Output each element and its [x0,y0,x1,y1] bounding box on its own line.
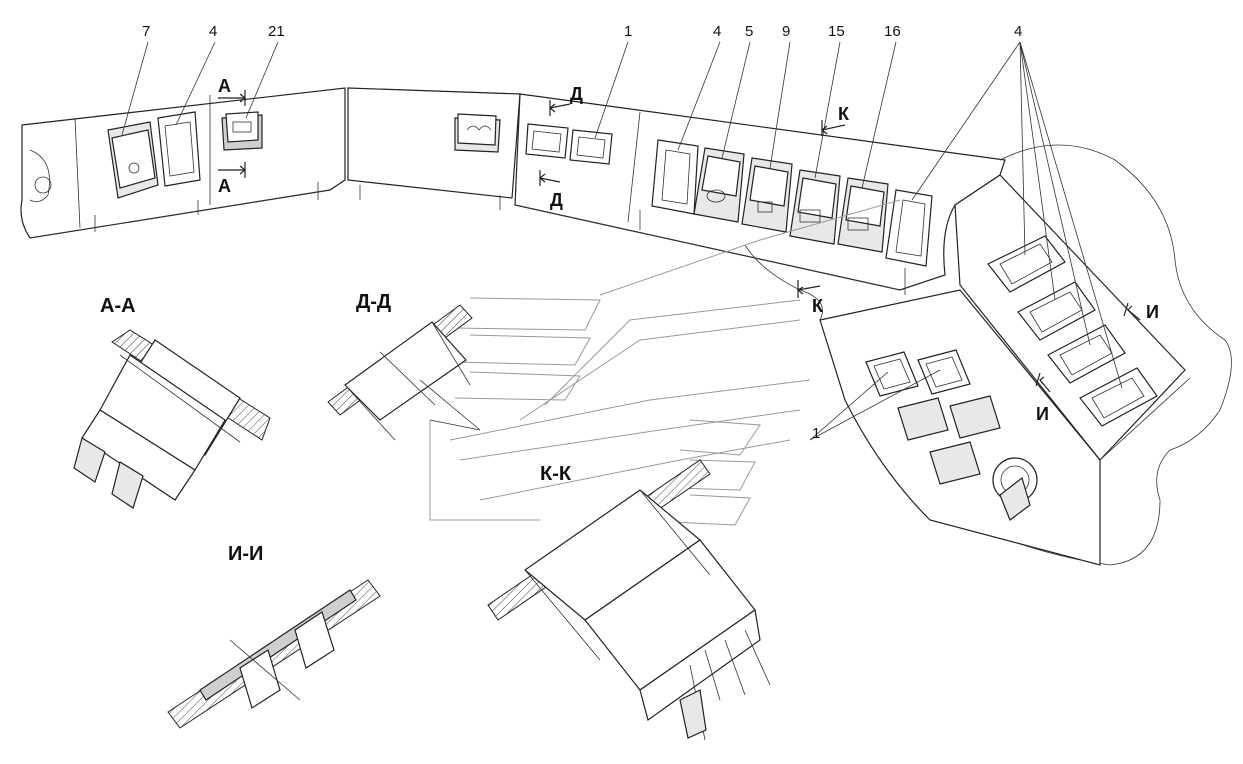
switch-7 [107,121,159,199]
switch-4-left [157,111,201,187]
mark-d-bottom: Д [550,190,563,210]
switch-16 [837,177,889,253]
caption-kk: К-К [540,463,572,485]
section-ii-drawing [167,579,381,729]
caption-ii: И-И [228,543,263,565]
mark-a-bottom: А [218,176,231,196]
callout-4-right: 4 [1014,23,1022,40]
mark-d-top: Д [570,84,583,104]
mark-a-top: А [218,76,231,96]
callout-15: 15 [828,23,845,40]
section-arrows [218,90,1141,393]
section-dd-drawing [327,304,473,441]
switch-5 [693,147,745,223]
callout-1-console: 1 [812,425,820,442]
callout-5: 5 [745,23,753,40]
switch-9 [741,157,793,233]
mark-i-bottom: И [1036,404,1049,424]
callout-9: 9 [782,23,790,40]
section-aa-drawing [73,329,271,509]
wing-rocker-switches [987,235,1158,427]
callout-7: 7 [142,23,150,40]
view-captions: А-А Д-Д К-К И-И [100,291,572,565]
callout-16: 16 [884,23,901,40]
projection-lines [429,199,901,526]
round-indicator [454,113,501,153]
section-marks: А А Д Д К К И И [218,76,1159,424]
callout-1-top: 1 [624,23,632,40]
leader-lines [121,41,1123,441]
switch-1-pair [525,123,613,165]
switch-21 [221,111,263,151]
mark-k-top: К [838,104,850,124]
caption-aa: А-А [100,295,136,317]
callout-21: 21 [268,23,285,40]
console-buttons [865,349,1038,521]
mark-i-top: И [1146,302,1159,322]
switch-4-mid [651,139,699,215]
switch-4-right [885,189,933,267]
callout-4-mid: 4 [713,23,721,40]
caption-dd: Д-Д [356,291,391,313]
mark-k-bottom: К [812,296,824,316]
callout-numbers: 7 4 21 1 4 5 9 15 16 4 1 [142,23,1022,442]
callout-4-left: 4 [209,23,217,40]
section-kk-drawing [487,459,771,741]
switch-15 [789,169,841,245]
